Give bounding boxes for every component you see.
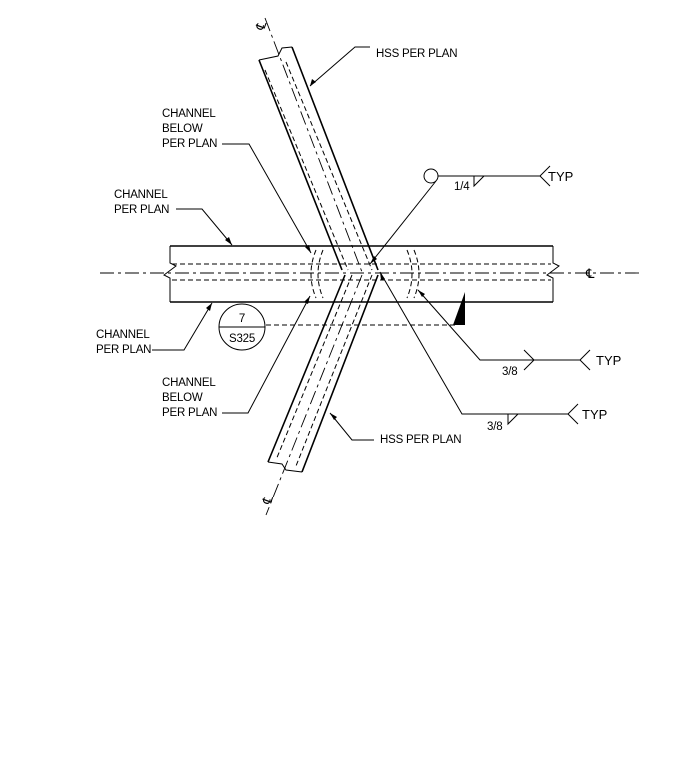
section-number: 7 — [239, 313, 245, 325]
svg-text:BELOW: BELOW — [162, 392, 203, 404]
weld-symbol-1: 1/4 TYP — [369, 165, 573, 265]
svg-text:TYP: TYP — [548, 169, 573, 184]
svg-text:3/8: 3/8 — [487, 421, 502, 433]
weld-symbol-3: 3/8 TYP — [379, 271, 607, 433]
svg-text:HSS PER PLAN: HSS PER PLAN — [380, 434, 461, 446]
svg-text:3/8: 3/8 — [502, 366, 517, 378]
centerline-symbol-top: ℄ — [252, 18, 270, 33]
svg-text:CHANNEL: CHANNEL — [162, 377, 216, 389]
svg-text:CHANNEL: CHANNEL — [96, 329, 150, 341]
svg-text:PER PLAN: PER PLAN — [162, 138, 217, 150]
label-channel-below-bottom: CHANNEL BELOW PER PLAN — [162, 295, 311, 419]
svg-text:BELOW: BELOW — [162, 123, 203, 135]
centerline-symbol-right: ℄ — [585, 266, 595, 281]
label-hss-bottom: HSS PER PLAN — [329, 412, 462, 446]
svg-text:PER PLAN: PER PLAN — [96, 344, 151, 356]
svg-text:CHANNEL: CHANNEL — [162, 108, 216, 120]
hss-lower — [265, 274, 379, 516]
section-sheet: S325 — [229, 333, 255, 345]
svg-text:CHANNEL: CHANNEL — [114, 189, 168, 201]
svg-text:PER PLAN: PER PLAN — [114, 204, 169, 216]
svg-text:TYP: TYP — [596, 353, 621, 368]
label-channel-per-plan-bottom: CHANNEL PER PLAN — [96, 302, 213, 356]
label-hss-top: HSS PER PLAN — [309, 46, 458, 87]
svg-text:TYP: TYP — [582, 407, 607, 422]
weld-symbol-2: 3/8 TYP — [417, 289, 621, 378]
horizontal-channel — [163, 245, 560, 326]
svg-text:PER PLAN: PER PLAN — [162, 407, 217, 419]
label-channel-per-plan-top: CHANNEL PER PLAN — [114, 189, 233, 246]
hss-upper — [258, 17, 379, 273]
svg-text:HSS PER PLAN: HSS PER PLAN — [376, 48, 457, 60]
label-channel-below-top: CHANNEL BELOW PER PLAN — [162, 108, 312, 254]
svg-text:1/4: 1/4 — [454, 181, 470, 193]
section-marker: 7 S325 — [218, 292, 465, 351]
